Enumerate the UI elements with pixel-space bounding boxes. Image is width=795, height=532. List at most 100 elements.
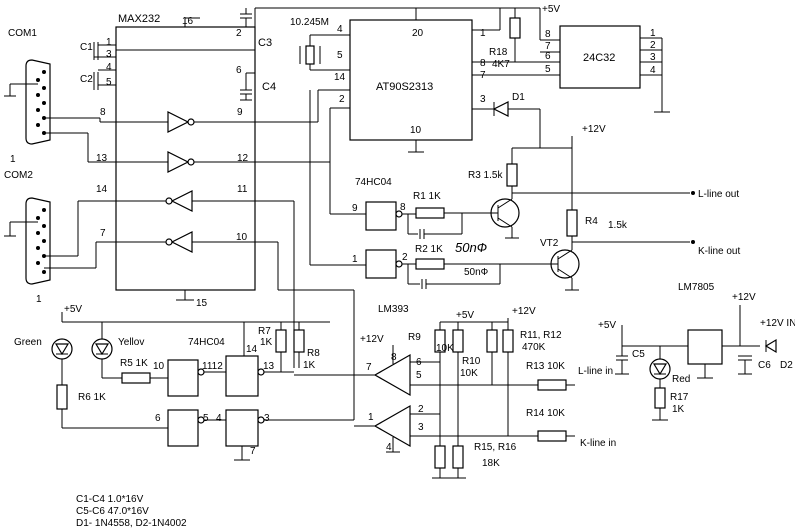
mcu-pin-14: 14	[334, 72, 346, 83]
d2-label: D2	[780, 360, 793, 371]
output-drivers: +12V R3 1.5k L-line out R4 1.5k K-line o…	[468, 124, 740, 257]
r15-r16-label: R15, R16	[474, 442, 517, 453]
component-notes: C1-C4 1.0*16V C5-C6 47.0*16V D1- 1N4558,…	[76, 494, 187, 529]
resistor-r4	[566, 209, 578, 237]
max232-chip: MAX232 16 2 1 3 4 5 6 8 9 13 12 14 11 7 …	[96, 13, 256, 309]
k-line-out-label: K-line out	[698, 246, 740, 257]
max232-pin-11: 11	[237, 184, 248, 195]
k-line-in-label: K-line in	[580, 438, 616, 449]
eeprom-pin-8: 8	[545, 29, 551, 40]
eeprom-pin-5: 5	[545, 64, 551, 75]
gate-u2c	[167, 409, 199, 447]
cmp-pin-5: 5	[416, 370, 422, 381]
r3-label: R3 1.5k	[468, 170, 503, 181]
r5-label: R5 1K	[120, 358, 148, 369]
diode-d2	[764, 338, 777, 354]
r11-r12-label: R11, R12	[520, 330, 562, 341]
hc04b-pin-13: 13	[263, 361, 275, 372]
regulator-section: LM7805 +5V +12V +12V IN C5 C6 D2 Red R17…	[598, 282, 795, 421]
max232-pin-8: 8	[100, 107, 106, 118]
mcu-pin-3: 3	[480, 94, 486, 105]
transistor-vt1	[488, 190, 520, 239]
resistor-r15	[434, 445, 446, 469]
gate-u2a	[167, 359, 199, 397]
cmp-pin-1: 1	[368, 412, 374, 423]
r13-label: R13 10K	[526, 361, 565, 372]
mcu-pin-1: 1	[480, 28, 486, 39]
mcu-pin-20: 20	[412, 28, 424, 39]
lm393-label: LM393	[378, 304, 409, 315]
gate-pin-9: 9	[352, 203, 358, 214]
resistor-r14	[537, 430, 567, 442]
hc04b-pin-14: 14	[246, 344, 258, 355]
supply-5v-reg: +5V	[598, 320, 616, 331]
max232-pin-2: 2	[236, 28, 242, 39]
d1-label: D1	[512, 92, 525, 103]
cap-c5-label: C5	[632, 349, 645, 360]
supply-12v-cmp2: +12V	[512, 306, 536, 317]
mcu-chip: AT90S2313 20 4 5 14 2 10 1 8 7 3	[334, 8, 486, 153]
gate-u1a	[365, 201, 397, 231]
supply-5v-top: +5V	[542, 4, 560, 15]
lm7805-chip	[687, 329, 723, 365]
r10-value: 10K	[460, 368, 478, 379]
r4-label: R4	[585, 216, 598, 227]
max232-pin-3: 3	[106, 49, 112, 60]
max232-pin-16: 16	[182, 16, 194, 27]
gate-u1b	[365, 249, 397, 279]
lm7805-label: LM7805	[678, 282, 715, 293]
eeprom-label: 24C32	[583, 52, 615, 64]
r17-label: R17	[670, 392, 689, 403]
resistor-r7	[275, 329, 287, 353]
hc04b-pin-4: 4	[216, 413, 222, 424]
cap-c1-label: C1	[80, 42, 93, 53]
resistor-r12	[502, 329, 514, 353]
cap-c2-label: C2	[80, 74, 93, 85]
eeprom-pin-3: 3	[650, 52, 656, 63]
com1-pin-1: 1	[10, 154, 16, 165]
led-yellow-label: Yellov	[118, 337, 144, 348]
resistor-r11	[486, 329, 498, 353]
hc04-bottom-gates: 74HC04 10 1112 14 13 6 5 4 3 7 R7 1K R8 …	[153, 322, 354, 461]
lm393-comparators: LM393 +12V 8 6 5 7 1 2 3 4	[294, 304, 568, 453]
r17-value: 1K	[672, 404, 685, 415]
supply-12v-in: +12V IN	[760, 318, 795, 329]
hc04b-pin-1112: 1112	[202, 361, 223, 372]
note-c5-c6: C5-C6 47.0*16V	[76, 506, 149, 517]
gate-pin-8: 8	[400, 202, 406, 213]
resistor-r8	[293, 329, 305, 353]
comparator-a	[373, 353, 411, 397]
max232-pin-10: 10	[236, 232, 248, 243]
crystal: 10.245M	[290, 17, 350, 71]
r10-label: R10	[462, 356, 481, 367]
supply-12v-reg: +12V	[732, 292, 756, 303]
resistor-r2	[415, 258, 445, 270]
eeprom-pin-2: 2	[650, 40, 656, 51]
r2-label: R2 1K	[415, 244, 443, 255]
hc04-bottom-label: 74HC04	[188, 337, 225, 348]
max232-pin-12: 12	[237, 153, 249, 164]
led-green-label: Green	[14, 337, 42, 348]
eeprom-section: R18 4K7 24C32 8 6 5 7 1 2 3 4	[472, 8, 670, 113]
com2-pin-1: 1	[36, 294, 42, 305]
r14-label: R14 10K	[526, 408, 565, 419]
hc04b-pin-6: 6	[155, 413, 161, 424]
resistor-r3	[506, 163, 518, 187]
r9-value: 10K	[436, 343, 454, 354]
mcu-pin-2: 2	[339, 94, 345, 105]
cap-c3-label: C3	[258, 37, 272, 49]
cap-c4-label: C4	[262, 81, 276, 93]
supply-5v-cmp: +5V	[456, 310, 474, 321]
l-line-in-label: L-line in	[578, 366, 613, 377]
led-red-label: Red	[672, 374, 690, 385]
r11-r12-value: 470K	[522, 342, 546, 353]
supply-12v-cmp: +12V	[360, 334, 384, 345]
resistor-r1	[415, 207, 445, 219]
max232-pin-6: 6	[236, 65, 242, 76]
hc04b-pin-3: 3	[264, 413, 270, 424]
cap-c6-label: C6	[758, 360, 771, 371]
gate-u2d	[225, 409, 259, 447]
transistor-vt2: VT2	[540, 236, 580, 291]
r8-label: R8	[307, 348, 320, 359]
